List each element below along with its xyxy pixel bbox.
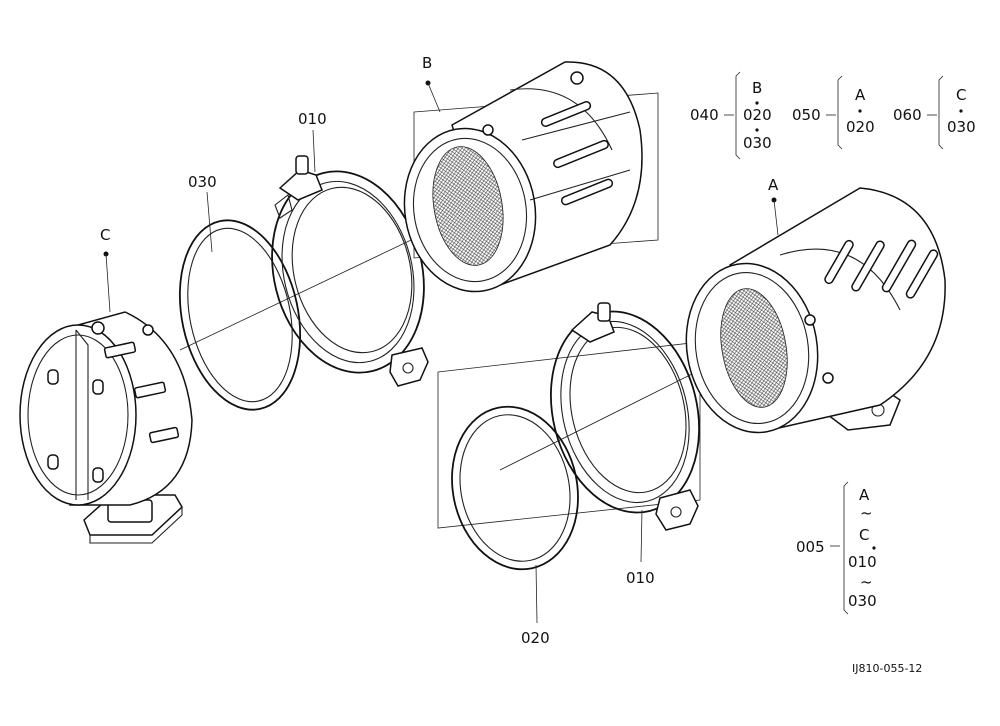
housing-part-a [685, 187, 946, 434]
group-040-item-3: 030 [743, 134, 772, 152]
group-005-item-5: ~ [860, 573, 873, 591]
callout-gasket-030-upper: 030 [188, 173, 217, 191]
gasket-030-upper [178, 219, 302, 411]
group-060: 060 C 030 [893, 75, 976, 150]
group-050-item-2: 020 [846, 118, 875, 136]
section-outline-a [437, 341, 701, 529]
callout-gasket-020-lower: 020 [521, 629, 550, 647]
callout-a: A [768, 176, 779, 194]
gasket-020-lower [451, 405, 579, 571]
callout-clamp-010-upper: 010 [298, 110, 327, 128]
group-050-code: 050 [792, 106, 821, 124]
group-050: 050 A 020 [792, 75, 875, 150]
group-005: 005 A ~ C 010 ~ 030 [796, 481, 877, 615]
group-060-item-1: C [956, 86, 966, 104]
group-005-item-4: 010 [848, 553, 877, 571]
group-060-item-2: 030 [947, 118, 976, 136]
callout-b: B [422, 54, 432, 72]
group-005-code: 005 [796, 538, 825, 556]
group-005-item-2: ~ [860, 504, 873, 522]
clamp-010-lower [550, 302, 700, 531]
group-005-item-3: C [859, 526, 869, 544]
group-040-item-1: B [752, 79, 762, 97]
group-005-item-1: A [859, 486, 870, 504]
group-050-item-1: A [855, 86, 866, 104]
leader-lines [103, 80, 779, 624]
housing-part-b [403, 61, 643, 293]
group-005-item-6: 030 [848, 592, 877, 610]
drawing-number: IJ810-055-12 [852, 662, 922, 675]
callout-c: C [100, 226, 110, 244]
end-cover-part-c [19, 311, 193, 544]
group-060-code: 060 [893, 106, 922, 124]
group-040-code: 040 [690, 106, 719, 124]
group-040: 040 B 020 030 [690, 71, 772, 160]
callout-clamp-010-lower: 010 [626, 569, 655, 587]
group-040-item-2: 020 [743, 106, 772, 124]
